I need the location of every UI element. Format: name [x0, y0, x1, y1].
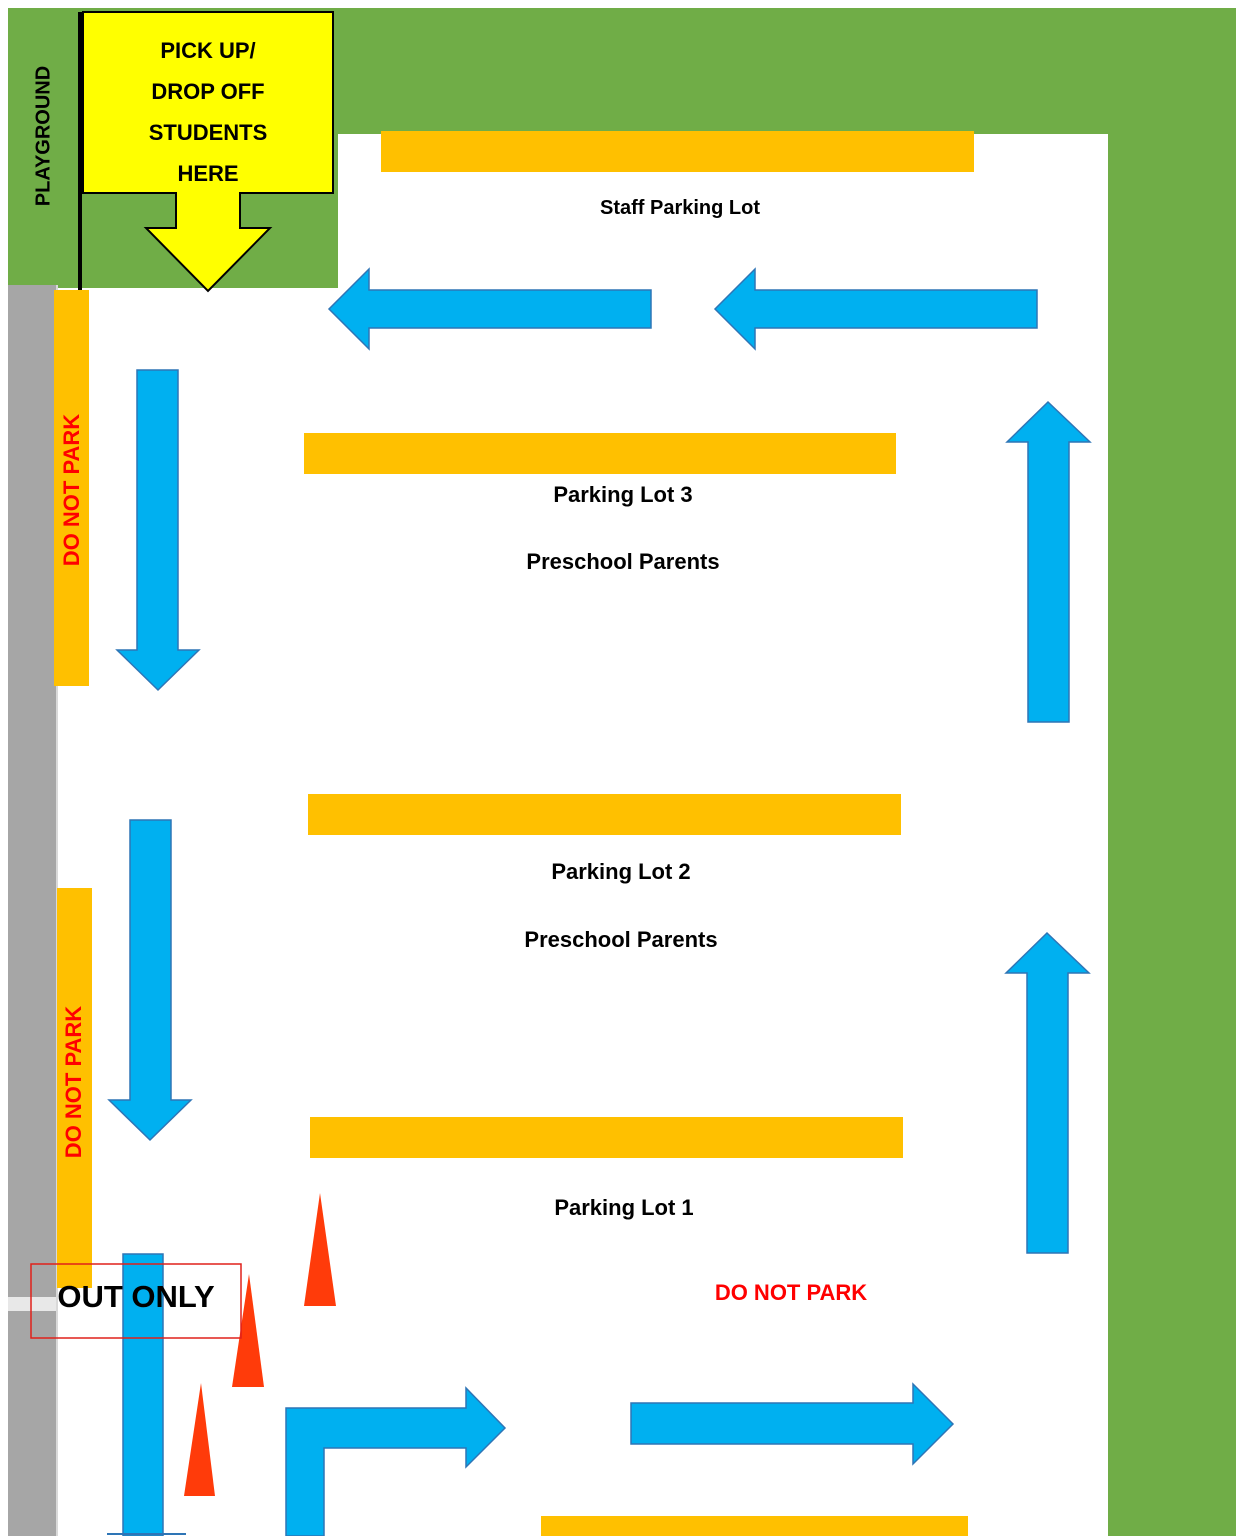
pickup-line-2: DROP OFF — [151, 79, 265, 104]
flow-arrow-up-2 — [1004, 931, 1091, 1254]
lot3-label: Parking Lot 3 — [553, 482, 693, 507]
lot2-label: Parking Lot 2 — [551, 859, 691, 884]
no-parking-zone-top — [54, 290, 89, 686]
grass-right — [1108, 8, 1236, 1536]
flow-arrow-left-1 — [327, 267, 652, 351]
pickup-line-3: STUDENTS — [148, 120, 268, 145]
out-only-box — [30, 1263, 242, 1339]
flow-arrow-down-2 — [107, 819, 193, 1142]
staff-lot-bar — [381, 131, 974, 172]
pickup-sign-shape — [82, 11, 334, 293]
lot2-sublabel: Preschool Parents — [524, 927, 718, 952]
staff-lot-label: Staff Parking Lot — [599, 197, 760, 219]
lot3-sublabel: Preschool Parents — [526, 549, 720, 574]
bottom-lot-bar — [541, 1516, 968, 1536]
flow-arrow-left-2 — [713, 267, 1038, 351]
lot1-label: Parking Lot 1 — [554, 1195, 694, 1220]
traffic-cone-2 — [232, 1274, 264, 1387]
playground-fence — [78, 12, 82, 290]
flow-arrow-right — [630, 1382, 955, 1466]
lot2-bar — [308, 794, 901, 835]
street-gap — [8, 1297, 56, 1311]
flow-arrow-turn-right — [285, 1386, 507, 1536]
street-curb-upper — [8, 285, 56, 1297]
traffic-cone-1 — [304, 1193, 336, 1306]
flow-arrow-up-1 — [1005, 400, 1092, 723]
out-only-label: OUT ONLY — [57, 1279, 215, 1314]
flow-arrow-exit — [122, 1253, 164, 1536]
lot1-bar — [310, 1117, 903, 1158]
pickup-line-4: HERE — [177, 161, 239, 186]
do-not-park-label-center: DO NOT PARK — [714, 1280, 868, 1305]
flow-arrow-down-1 — [115, 369, 201, 692]
traffic-cone-3 — [184, 1383, 215, 1496]
pickup-sign-text: PICK UP/ DROP OFF STUDENTS HERE — [83, 30, 333, 194]
lot3-bar — [304, 433, 896, 474]
pickup-line-1: PICK UP/ — [160, 38, 256, 63]
street-curb-lower — [8, 1311, 56, 1536]
no-parking-zone-bottom — [57, 888, 92, 1288]
